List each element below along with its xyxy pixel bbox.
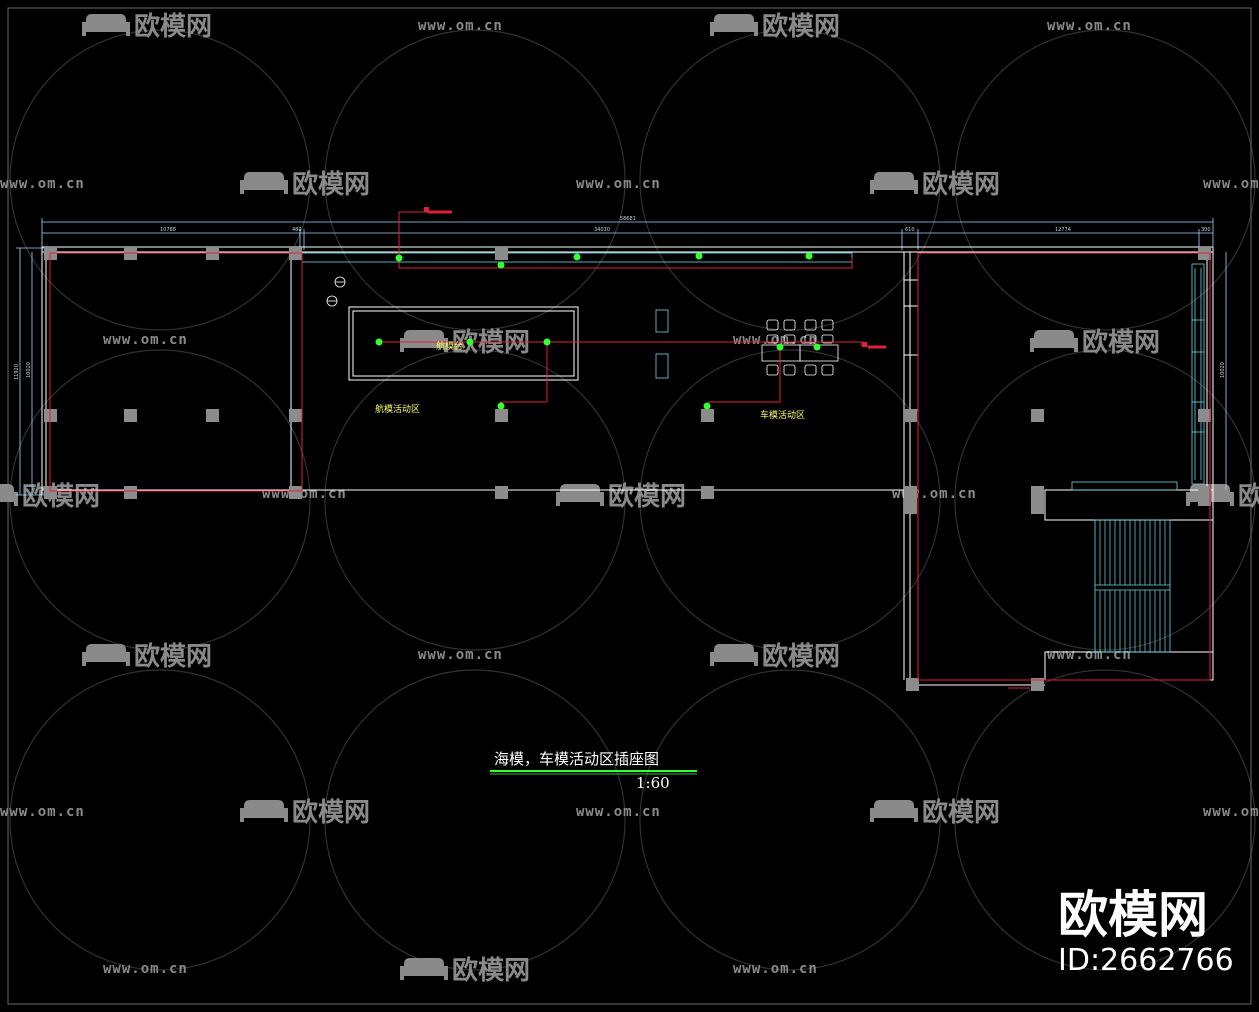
watermark-logo-text: 欧模网 (1082, 327, 1160, 358)
watermark-logo: 欧模网 (400, 955, 530, 986)
dim-top-seg-3: 34030 (594, 227, 610, 233)
drawing-frame (7, 7, 1252, 1005)
watermark-logo-text: 欧模网 (762, 641, 840, 672)
watermark-logo: 欧模网 (1030, 327, 1160, 358)
brand-name: 欧模网 (1058, 886, 1208, 944)
zone-label-display: 航模台 (436, 340, 463, 352)
watermark-layer: 欧模网 www.om.cn 欧模网 www.om.cn www.om.cn 欧模… (0, 11, 1259, 986)
watermark-url: www.om.cn (576, 176, 661, 192)
red-markers (424, 207, 867, 347)
dimension-labels: 58681 10788 480 34030 610 12774 300 1192… (14, 216, 1226, 380)
sofa-icon (870, 172, 918, 194)
dim-top-seg-2: 480 (292, 227, 302, 233)
socket-icon (543, 338, 551, 346)
red-lines (49, 210, 1211, 689)
sockets (375, 252, 821, 410)
sofa-icon (400, 958, 448, 980)
socket-icon (497, 402, 505, 410)
watermark-logo: 欧模网 (710, 11, 840, 42)
dimension-lines (16, 218, 1227, 496)
sofa-icon (400, 330, 448, 352)
watermark-url: www.om.cn (103, 332, 188, 348)
watermark-logo: 欧模网 (240, 169, 370, 200)
watermark-logo: 欧模网 (0, 481, 100, 512)
watermark-logo: 欧模网 (240, 797, 370, 828)
watermark-url: www.om.cn (0, 176, 85, 192)
watermark-url: www.om.cn (0, 804, 85, 820)
dim-top-overall: 58681 (620, 216, 636, 222)
socket-icon (375, 338, 383, 346)
watermark-url: www.om.cn (418, 647, 503, 663)
watermark-url: www.om.cn (1047, 18, 1132, 34)
watermark-logo: 欧模网 (82, 641, 212, 672)
sofa-icon (0, 484, 18, 506)
watermark-logo-text: 欧模网 (292, 797, 370, 828)
watermark-url: www.om.cn (1203, 176, 1259, 192)
drawing-scale: 1:60 (636, 774, 670, 792)
socket-icon (805, 252, 813, 260)
watermark-logo-text: 欧模网 (452, 955, 530, 986)
watermark-logo: 欧模网 (710, 641, 840, 672)
dim-right-side: 10020 (1220, 362, 1226, 378)
watermark-url: www.om.cn (418, 18, 503, 34)
socket-icon (466, 338, 474, 346)
watermark-url: www.om.cn (733, 332, 818, 348)
socket-icon (497, 261, 505, 269)
watermark-logo-text: 欧模网 (608, 481, 686, 512)
drawing-title: 海模，车模活动区插座图 (494, 750, 659, 768)
sofa-icon (1030, 330, 1078, 352)
watermark-logo-text: 欧模网 (134, 11, 212, 42)
watermark-url: www.om.cn (262, 486, 347, 502)
stair-treads (1095, 520, 1170, 652)
circle-symbols (326, 276, 346, 307)
sofa-icon (240, 172, 288, 194)
sofa-icon (710, 644, 758, 666)
watermark-logo: 欧模网 (82, 11, 212, 42)
watermark-url: www.om.cn (733, 961, 818, 977)
sofa-icon (710, 14, 758, 36)
socket-icon (395, 254, 403, 262)
sofa-icon (82, 644, 130, 666)
watermark-url: www.om.cn (576, 804, 661, 820)
zone-label-car-model: 车模活动区 (760, 409, 805, 421)
dim-top-seg-1: 10788 (160, 227, 176, 233)
watermark-url: www.om.cn (1203, 804, 1259, 820)
socket-icon (813, 343, 821, 351)
dim-left-outer: 11920 (14, 364, 20, 380)
socket-icon (703, 402, 711, 410)
watermark-logo: 欧模网 (870, 169, 1000, 200)
watermark-logo-text: 欧模网 (762, 11, 840, 42)
watermark-logo-text: 欧模网 (22, 481, 100, 512)
watermark-logo-text: 欧模网 (134, 641, 212, 672)
sofa-icon (82, 14, 130, 36)
dim-top-seg-5: 12774 (1055, 227, 1071, 233)
zone-label-sea-model: 航模活动区 (375, 403, 420, 415)
watermark-logo-text: 欧模网 (922, 169, 1000, 200)
sofa-icon (240, 800, 288, 822)
dim-top-seg-6: 300 (1201, 227, 1211, 233)
cyan-fixtures (301, 252, 1205, 653)
watermark-logo-text: 欧模网 (292, 169, 370, 200)
brand-id: ID:2662766 (1058, 943, 1234, 978)
socket-icon (776, 343, 784, 351)
dim-left-inner: 10020 (26, 362, 32, 378)
socket-icon (573, 253, 581, 261)
watermark-url: www.om.cn (103, 961, 188, 977)
socket-icon (695, 252, 703, 260)
dim-top-seg-4: 610 (905, 227, 915, 233)
watermark-logo-text: 欧模网 (922, 797, 1000, 828)
watermark-url: www.om.cn (1047, 647, 1132, 663)
watermark-logo-text: 欧模网 (1238, 481, 1259, 512)
sofa-icon (870, 800, 918, 822)
watermark-logo: 欧模网 (870, 797, 1000, 828)
